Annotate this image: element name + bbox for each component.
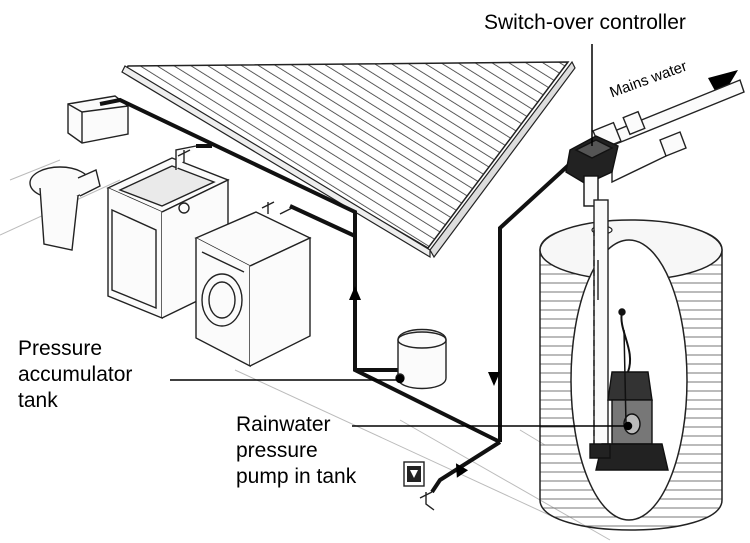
switch-over-controller-label: Switch-over controller — [484, 11, 686, 34]
pump-icon — [589, 308, 669, 471]
accumulator-tank-icon — [395, 328, 447, 390]
riser-pipe — [593, 199, 609, 451]
pump-cable — [623, 329, 627, 425]
tap-sign — [403, 461, 425, 487]
controller-icon — [565, 135, 619, 207]
toilet-icon — [29, 95, 129, 251]
accumulator-label-line-3: tank — [18, 389, 58, 412]
pump-label-line-1: Rainwater — [236, 413, 331, 436]
accumulator-label-line-2: accumulator — [18, 363, 133, 386]
rainwater-pump-label: Rainwater pressure pump in tank — [236, 412, 356, 490]
pump-label-line-3: pump in tank — [236, 465, 357, 488]
pump-label-line-2: pressure — [236, 439, 318, 462]
supply-pipework — [99, 97, 574, 494]
pressure-accumulator-tank-label: Pressure accumulator tank — [18, 336, 132, 414]
washing-machine-icon — [194, 211, 312, 368]
leader-lines — [170, 44, 633, 431]
tap-icon — [177, 149, 435, 511]
flow-arrows — [349, 70, 738, 478]
accumulator-label-line-1: Pressure — [18, 337, 103, 360]
